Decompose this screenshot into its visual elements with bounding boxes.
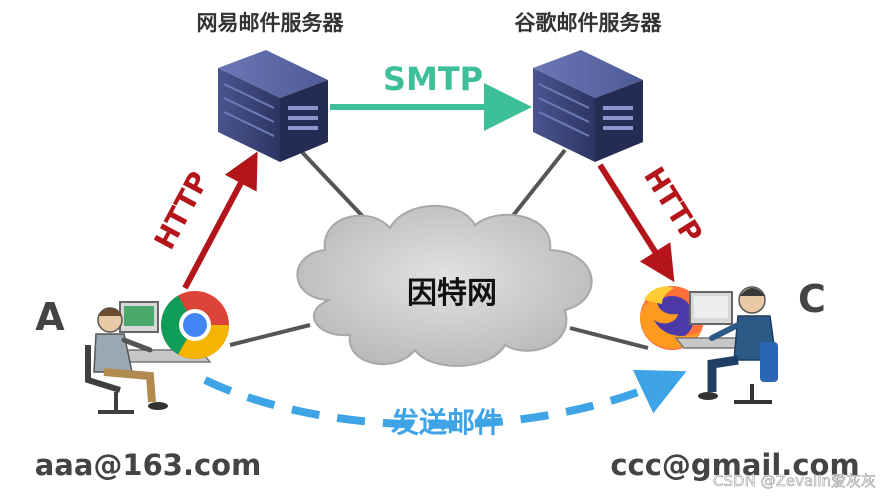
user-a-person-icon	[85, 301, 212, 414]
link-internet-user-c	[569, 326, 649, 350]
chrome-browser-icon	[161, 291, 229, 359]
user-a-letter: A	[35, 295, 65, 339]
link-user-a-internet	[229, 323, 311, 347]
google-server-icon	[533, 50, 643, 162]
firefox-browser-icon	[640, 286, 704, 350]
google-server-label: 谷歌邮件服务器	[515, 11, 663, 35]
netease-server-icon	[218, 50, 328, 162]
internet-cloud	[296, 204, 593, 367]
http-arrow-right	[597, 163, 675, 283]
user-c-person-icon	[674, 286, 778, 404]
user-c-email: ccc@gmail.com	[610, 448, 859, 482]
smtp-label: SMTP	[383, 60, 483, 98]
send-mail-label: 发送邮件	[390, 406, 503, 439]
csdn-watermark: CSDN @Zevalin爱灰灰	[713, 472, 876, 490]
send-mail-dashed-arrow	[203, 369, 687, 429]
internet-label: 因特网	[407, 276, 497, 311]
http-arrow-left	[182, 151, 258, 290]
http-label-left: HTTP	[148, 166, 216, 255]
user-c-letter: C	[798, 277, 826, 321]
user-a-email: aaa@163.com	[35, 448, 262, 482]
netease-server-label: 网易邮件服务器	[197, 11, 345, 35]
